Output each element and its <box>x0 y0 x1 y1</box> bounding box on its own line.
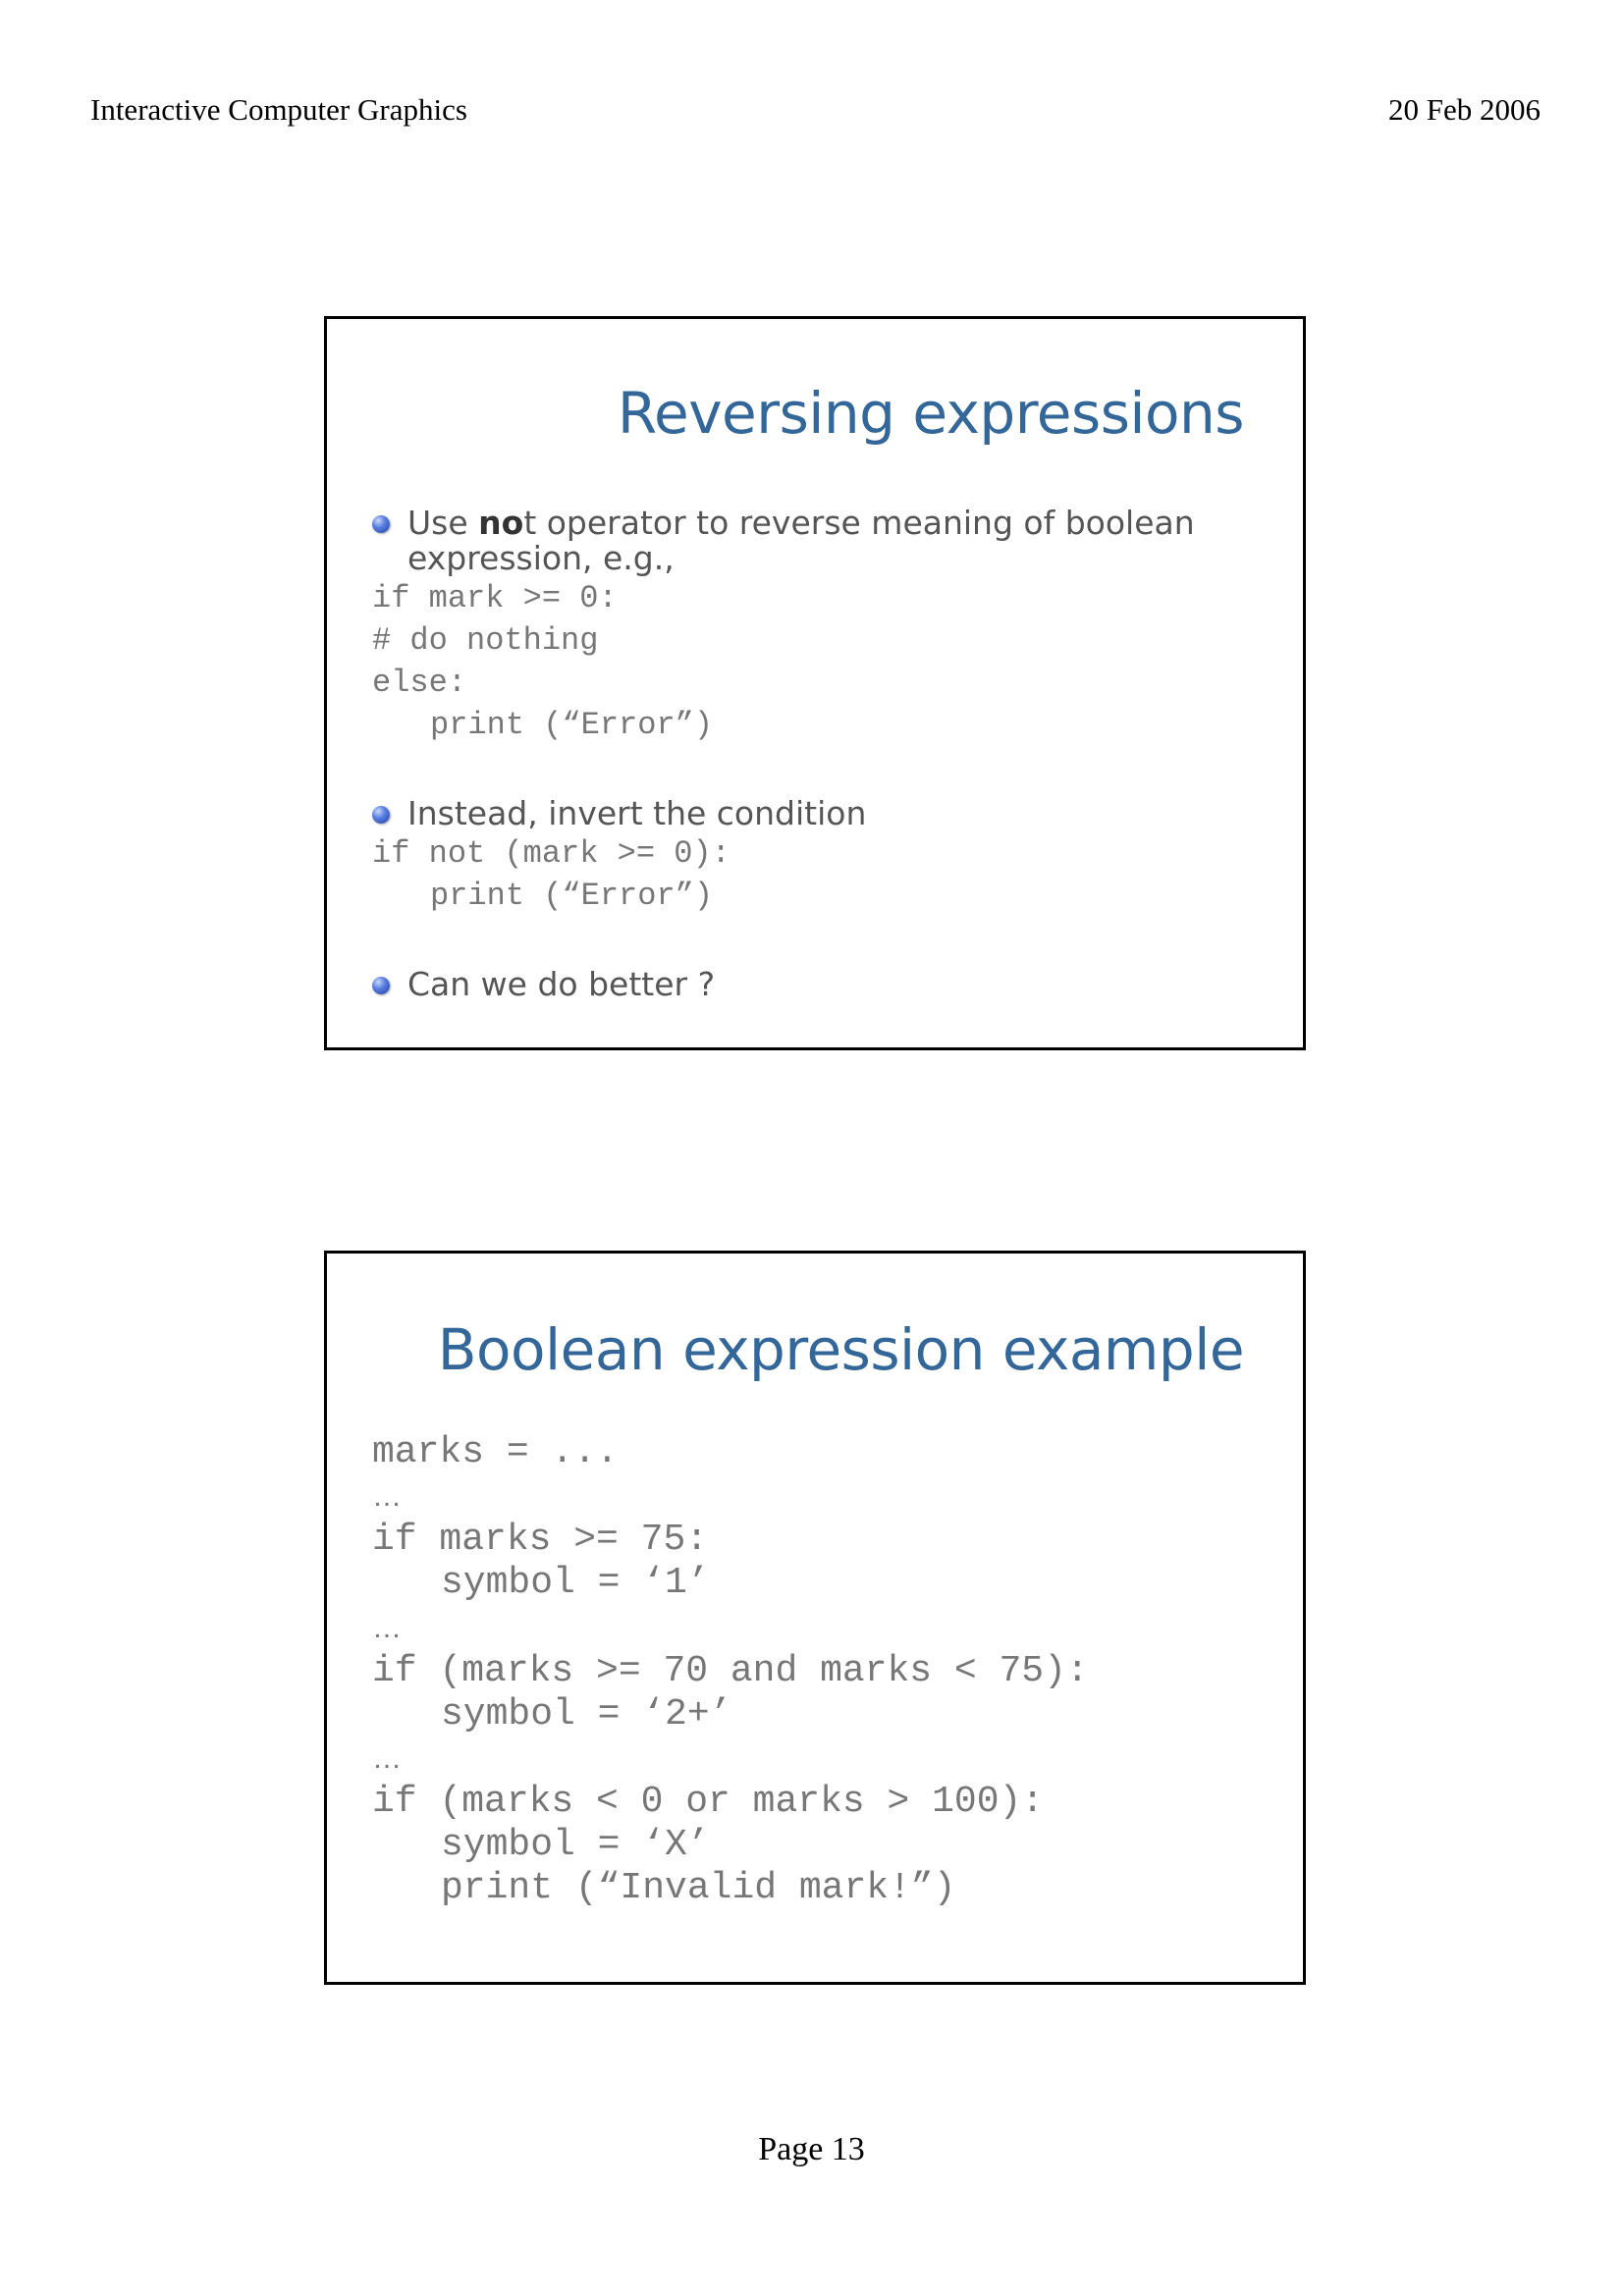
bullet-text-bold: no <box>478 504 524 542</box>
page-number: Page 13 <box>758 2131 865 2167</box>
code-line: else: <box>372 665 467 701</box>
code-line: … <box>372 1480 402 1513</box>
code-line: if marks >= 75: <box>372 1519 709 1561</box>
code-line: … <box>372 1742 402 1775</box>
bullet-icon <box>372 806 390 824</box>
bullet-text: Can we do better ? <box>407 965 716 1003</box>
bullet-text-prefix: Use <box>407 504 479 542</box>
header-date: 20 Feb 2006 <box>1388 92 1541 127</box>
bullet-item: Use not operator to reverse meaning of b… <box>372 506 1264 576</box>
slide-title: Reversing expressions <box>617 380 1245 447</box>
code-line: print (“Error”) <box>430 707 714 743</box>
bullet-text: Instead, invert the condition <box>407 794 867 832</box>
slide-reversing-expressions: Reversing expressions Use not operator t… <box>324 316 1306 1050</box>
slide-title: Boolean expression example <box>437 1316 1245 1383</box>
code-line: print (“Error”) <box>430 878 714 914</box>
code-line: if (marks >= 70 and marks < 75): <box>372 1650 1089 1692</box>
code-line: symbol = ‘2+’ <box>441 1693 732 1735</box>
code-line: symbol = ‘X’ <box>441 1824 710 1866</box>
code-line: marks = ... <box>372 1431 619 1473</box>
header-course-title: Interactive Computer Graphics <box>90 92 467 127</box>
slide-boolean-expression-example: Boolean expression example marks = ... …… <box>324 1251 1306 1985</box>
bullet-text-rest: t operator to reverse meaning of boolean… <box>407 504 1195 577</box>
bullet-icon <box>372 515 390 533</box>
code-line: print (“Invalid mark!”) <box>441 1867 956 1909</box>
bullet-text: Use not operator to reverse meaning of b… <box>372 506 1264 576</box>
bullet-item: Instead, invert the condition <box>372 796 1264 831</box>
bullet-icon <box>372 977 390 994</box>
code-line: … <box>372 1612 402 1644</box>
code-line: if mark >= 0: <box>372 580 618 616</box>
code-line: if (marks < 0 or marks > 100): <box>372 1781 1045 1823</box>
bullet-item: Can we do better ? <box>372 967 1264 1002</box>
code-line: if not (mark >= 0): <box>372 835 730 872</box>
code-line: # do nothing <box>372 622 599 659</box>
code-line: symbol = ‘1’ <box>441 1562 710 1604</box>
